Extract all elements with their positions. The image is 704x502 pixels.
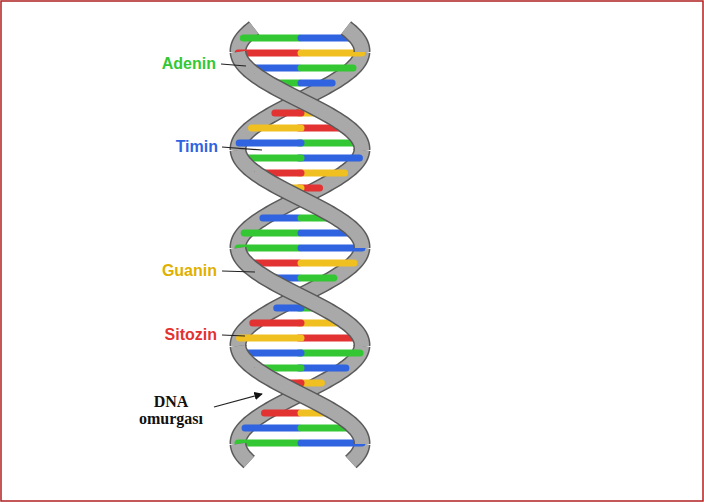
base	[301, 245, 362, 252]
base	[301, 260, 354, 267]
backbone-ribbon	[238, 248, 362, 346]
backbone-outline	[238, 248, 362, 346]
base	[301, 65, 353, 72]
base	[253, 320, 301, 327]
backbone-outline	[238, 52, 362, 150]
backbone-outline	[346, 28, 362, 52]
backbone-ribbon	[238, 52, 362, 150]
backbone-ribbon	[238, 444, 249, 462]
backbone-front	[238, 28, 362, 462]
leader-lines	[214, 64, 262, 407]
backbone-ribbon	[238, 150, 362, 248]
base	[240, 335, 301, 342]
base	[301, 50, 362, 57]
backbone-outline	[238, 150, 362, 248]
cytosine-label: Sitozin	[165, 326, 217, 344]
backbone-outline	[238, 52, 362, 150]
base	[239, 140, 301, 147]
base	[244, 230, 299, 237]
backbone-outline	[238, 150, 362, 248]
base	[245, 425, 299, 432]
base	[299, 170, 345, 177]
backbone-ribbon	[346, 28, 362, 52]
backbone-outline	[238, 248, 362, 346]
backbone-ribbon	[238, 248, 362, 346]
guanine-label: Guanin	[162, 262, 217, 280]
backbone-back	[238, 28, 362, 462]
base	[275, 110, 301, 117]
base	[299, 350, 360, 357]
leader-arrow	[214, 394, 262, 407]
base	[301, 80, 332, 87]
double-helix	[238, 28, 362, 462]
base-pairs	[238, 38, 362, 443]
thymine-label: Timin	[176, 138, 218, 156]
backbone-ribbon	[238, 52, 362, 150]
base	[277, 305, 301, 312]
base	[299, 155, 359, 162]
backbone-label: DNA omurgası	[128, 393, 214, 427]
backbone-ribbon	[351, 444, 362, 462]
base	[265, 410, 299, 417]
base	[301, 275, 334, 282]
leader-line	[222, 271, 255, 272]
base	[263, 215, 299, 222]
base	[252, 125, 301, 132]
base	[301, 440, 362, 447]
base	[243, 35, 299, 42]
base	[238, 440, 299, 447]
backbone-ribbon	[238, 150, 362, 248]
backbone-outline	[238, 444, 249, 462]
leader-line	[222, 147, 262, 150]
base	[299, 365, 346, 372]
leader-line	[221, 64, 246, 66]
backbone-outline	[351, 444, 362, 462]
leader-line	[222, 335, 245, 336]
adenine-label: Adenin	[162, 55, 216, 73]
